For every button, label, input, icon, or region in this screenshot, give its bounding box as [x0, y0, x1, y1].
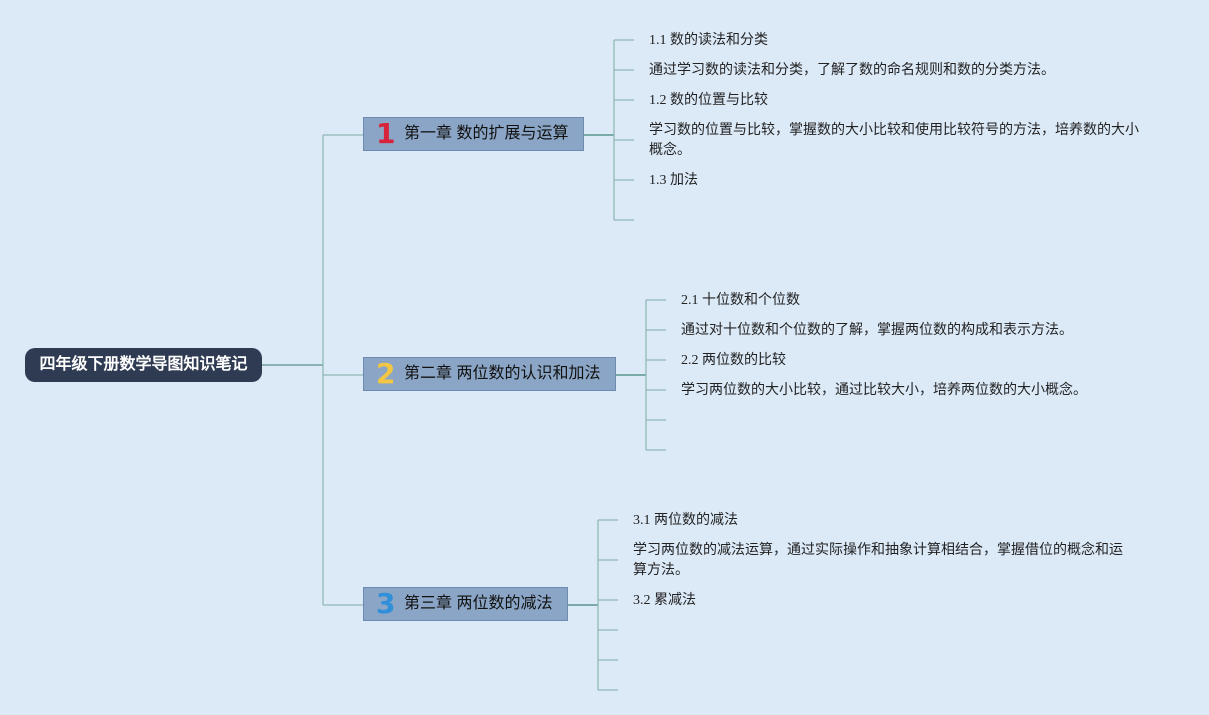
chapter-1-item[interactable]: 1.3 加法: [649, 173, 698, 188]
chapter-2-item[interactable]: 学习两位数的大小比较，通过比较大小，培养两位数的大小概念。: [681, 383, 1087, 398]
root-topic[interactable]: 四年级下册数学导图知识笔记: [25, 348, 262, 382]
chapter-title: 第一章 数的扩展与运算: [404, 125, 569, 142]
chapter-number-badge: 2: [376, 357, 396, 390]
chapter-3-item[interactable]: 3.1 两位数的减法: [633, 513, 738, 528]
chapter-3-item[interactable]: 3.2 累减法: [633, 593, 696, 608]
chapter-1-item[interactable]: 1.2 数的位置与比较: [649, 93, 768, 108]
chapter-title: 第二章 两位数的认识和加法: [404, 365, 601, 382]
chapter-2-node[interactable]: 2 第二章 两位数的认识和加法: [363, 357, 616, 391]
chapter-number-badge: 1: [376, 117, 396, 150]
chapter-3-item[interactable]: 学习两位数的减法运算，通过实际操作和抽象计算相结合，掌握借位的概念和运算方法。: [633, 543, 1123, 578]
chapter-title: 第三章 两位数的减法: [404, 595, 553, 612]
chapter-1-item[interactable]: 学习数的位置与比较，掌握数的大小比较和使用比较符号的方法，培养数的大小概念。: [649, 123, 1139, 158]
chapter-2-item[interactable]: 通过对十位数和个位数的了解，掌握两位数的构成和表示方法。: [681, 323, 1073, 338]
chapter-1-node[interactable]: 1 第一章 数的扩展与运算: [363, 117, 584, 151]
chapter-1-item[interactable]: 通过学习数的读法和分类，了解了数的命名规则和数的分类方法。: [649, 63, 1055, 78]
chapter-number-badge: 3: [376, 587, 396, 620]
chapter-3-node[interactable]: 3 第三章 两位数的减法: [363, 587, 568, 621]
chapter-2-item[interactable]: 2.2 两位数的比较: [681, 353, 786, 368]
chapter-2-item[interactable]: 2.1 十位数和个位数: [681, 293, 800, 308]
chapter-1-item[interactable]: 1.1 数的读法和分类: [649, 33, 768, 48]
